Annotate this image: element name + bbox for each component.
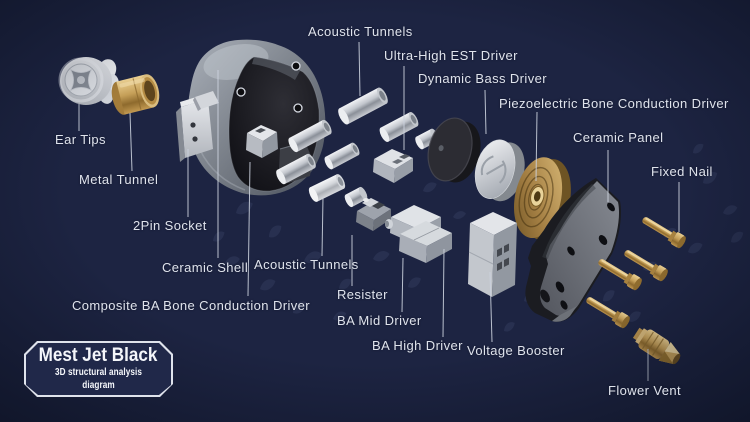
label-ear-tips: Ear Tips xyxy=(55,132,106,147)
label-acoustic-tunnels-lower: Acoustic Tunnels xyxy=(254,257,359,272)
product-badge: Mest Jet Black 3D structural analysis di… xyxy=(24,341,173,397)
label-resister: Resister xyxy=(337,287,388,302)
label-ceramic-panel: Ceramic Panel xyxy=(573,130,664,145)
label-composite-ba-bone-conduction-driver: Composite BA Bone Conduction Driver xyxy=(72,298,311,313)
label-fixed-nail: Fixed Nail xyxy=(651,164,713,179)
badge-subtitle: 3D structural analysis diagram xyxy=(54,367,143,391)
label-2pin-socket: 2Pin Socket xyxy=(133,218,207,233)
label-acoustic-tunnels-upper: Acoustic Tunnels xyxy=(308,24,413,39)
label-ba-mid-driver: BA Mid Driver xyxy=(337,313,422,328)
label-ultra-high-est-driver: Ultra-High EST Driver xyxy=(384,48,518,63)
label-piezoelectric-bone-conduction-driver: Piezoelectric Bone Conduction Driver xyxy=(499,96,729,111)
label-dynamic-bass-driver: Dynamic Bass Driver xyxy=(418,71,547,86)
label-flower-vent: Flower Vent xyxy=(608,383,682,398)
badge-title: Mest Jet Black xyxy=(39,345,158,366)
label-metal-tunnel: Metal Tunnel xyxy=(79,172,159,187)
label-ba-high-driver: BA High Driver xyxy=(372,338,463,353)
product-badge-inner: Mest Jet Black 3D structural analysis di… xyxy=(26,343,171,395)
label-ceramic-shell: Ceramic Shell xyxy=(162,260,249,275)
label-voltage-booster: Voltage Booster xyxy=(467,343,565,358)
